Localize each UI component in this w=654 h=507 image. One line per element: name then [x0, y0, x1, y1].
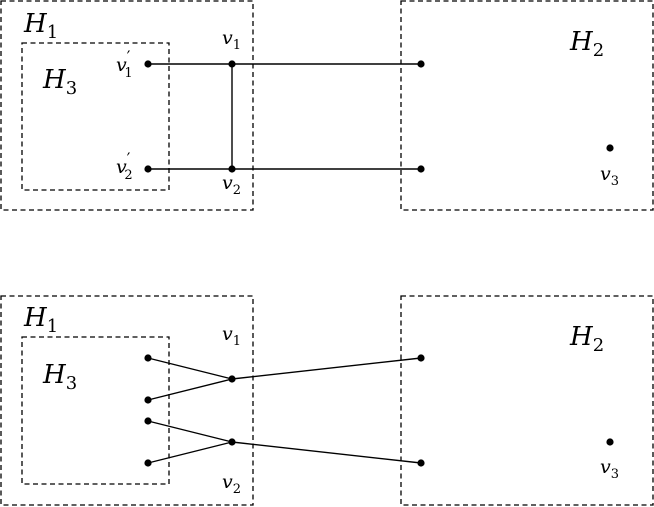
- bottom-vertex-v1: [228, 375, 236, 383]
- top-box-h2: [400, 0, 654, 211]
- top-vertex-v2: [228, 165, 236, 173]
- bottom-label-h1: H1: [23, 303, 58, 337]
- top-vertex-v2prime: [144, 165, 152, 173]
- bottom-label-v2: v2: [222, 471, 241, 497]
- top-vertex-h2-upper: [417, 60, 425, 68]
- top-label-v2: v2: [222, 172, 241, 198]
- top-panel: H1 H3 H2 v′1 v′2 v1 v2 v3: [0, 0, 654, 211]
- bottom-box-h3: [21, 336, 170, 485]
- bottom-vertex-h2-lower: [417, 459, 425, 467]
- bottom-edge-b2: [147, 441, 233, 464]
- bottom-edge-b3: [231, 441, 422, 464]
- bottom-edge-a1: [147, 357, 233, 380]
- bottom-edge-b1: [147, 420, 233, 443]
- bottom-vertex-v3: [606, 438, 614, 446]
- top-vertex-v1: [228, 60, 236, 68]
- bottom-panel: H1 H3 H2 v1 v2 v3: [0, 295, 654, 506]
- bottom-label-v3: v3: [600, 456, 619, 482]
- top-label-v1prime: v′1: [116, 47, 133, 81]
- bottom-vertex-v2: [228, 438, 236, 446]
- bottom-box-h2: [400, 295, 654, 506]
- top-label-h3: H3: [42, 65, 77, 99]
- bottom-box-h1: [0, 295, 254, 506]
- top-vertex-h2-lower: [417, 165, 425, 173]
- top-label-h1: H1: [23, 9, 58, 43]
- bottom-label-h2: H2: [569, 322, 604, 356]
- bottom-vertex-h2-upper: [417, 354, 425, 362]
- bottom-label-h3: H3: [42, 360, 77, 394]
- top-vertex-v1prime: [144, 60, 152, 68]
- top-label-v2prime: v′2: [116, 149, 133, 183]
- bottom-label-v1: v1: [222, 323, 241, 349]
- top-box-h1: [0, 0, 254, 211]
- top-label-v1: v1: [222, 27, 241, 53]
- bottom-vertex-h3-4: [144, 459, 152, 467]
- top-label-v3: v3: [600, 163, 619, 189]
- bottom-vertex-h3-2: [144, 396, 152, 404]
- top-vertex-v3: [606, 144, 614, 152]
- top-label-h2: H2: [569, 27, 604, 61]
- bottom-edge-a3: [231, 357, 422, 380]
- bottom-vertex-h3-3: [144, 417, 152, 425]
- bottom-vertex-h3-1: [144, 354, 152, 362]
- bottom-edge-a2: [147, 378, 233, 401]
- top-box-h3: [21, 42, 170, 191]
